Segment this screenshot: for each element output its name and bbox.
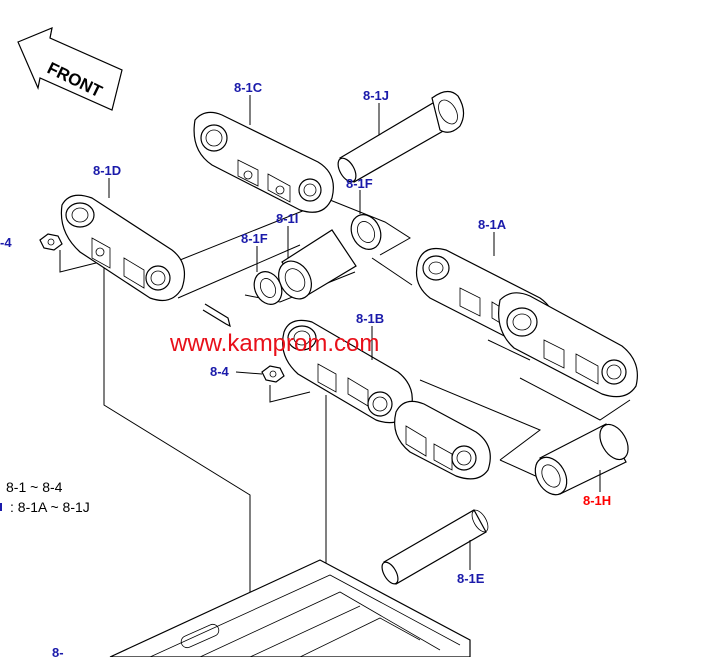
range-label-8-1A-to-8-1J: : 8-1A ~ 8-1J bbox=[10, 499, 90, 515]
callout-leaders bbox=[108, 95, 601, 570]
callout-8-1E: 8-1E bbox=[457, 571, 485, 586]
range-marker bbox=[0, 503, 2, 511]
pin-8-1E[interactable] bbox=[379, 508, 491, 587]
link-8-1D[interactable] bbox=[60, 194, 185, 301]
callout-8-1D: 8-1D bbox=[93, 163, 121, 178]
link-8-1A[interactable] bbox=[415, 247, 638, 398]
callout-8-1I: 8-1I bbox=[276, 211, 298, 226]
bushing-8-1H[interactable] bbox=[529, 420, 634, 501]
front-arrow-icon: FRONT bbox=[17, 27, 123, 111]
leader-lines bbox=[59, 199, 631, 657]
cotter-pin[interactable] bbox=[202, 303, 231, 328]
callout-8-1F-top: 8-1F bbox=[346, 176, 373, 191]
pin-8-1J[interactable] bbox=[334, 90, 465, 184]
callout-8-4-mid: 8-4 bbox=[210, 364, 230, 379]
seal-8-1F-left[interactable] bbox=[249, 267, 287, 309]
track-shoe bbox=[109, 559, 471, 657]
callout-8-1C: 8-1C bbox=[234, 80, 263, 95]
range-label-8-1-to-8-4: 8-1 ~ 8-4 bbox=[6, 479, 63, 495]
seal-8-1F-top[interactable] bbox=[346, 210, 387, 254]
watermark: www.kamprom.com bbox=[169, 330, 379, 357]
callout-8-1F-left: 8-1F bbox=[241, 231, 268, 246]
nut-8-4-left[interactable] bbox=[39, 233, 63, 251]
link-8-1B[interactable] bbox=[282, 319, 491, 480]
callout-8-1J: 8-1J bbox=[363, 88, 389, 103]
nut-8-4-mid[interactable] bbox=[261, 365, 285, 383]
bushing-8-1I[interactable] bbox=[272, 229, 357, 305]
callout-8-1B: 8-1B bbox=[356, 311, 384, 326]
link-8-1C[interactable] bbox=[193, 111, 334, 213]
callout-8-4-left: -4 bbox=[0, 235, 12, 250]
callout-8-1H: 8-1H bbox=[583, 493, 611, 508]
callout-8-1A: 8-1A bbox=[478, 217, 507, 232]
callout-8-partial: 8- bbox=[52, 645, 64, 657]
